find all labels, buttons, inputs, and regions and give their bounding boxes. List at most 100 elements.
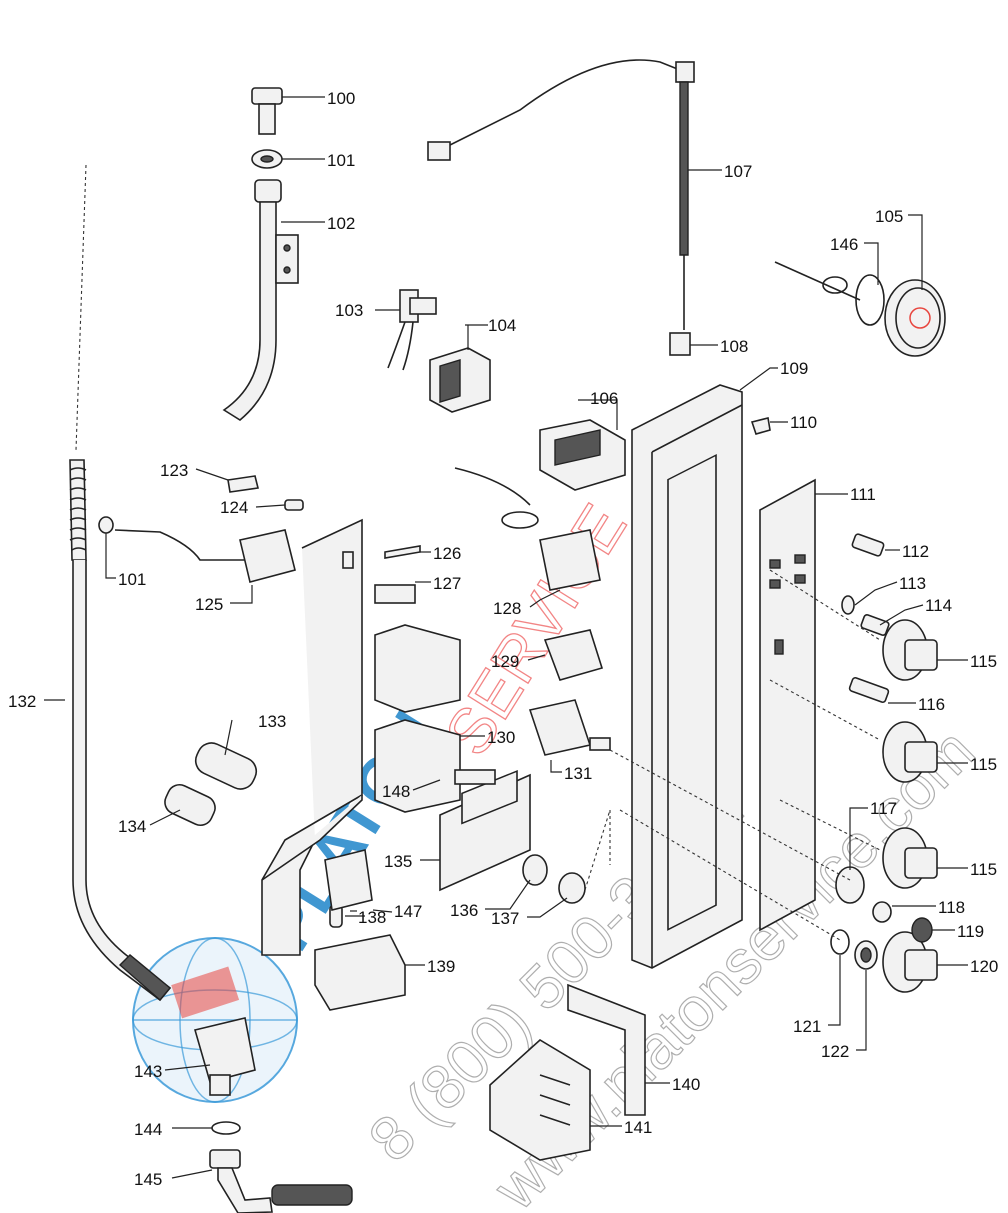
label-110: 110 <box>790 413 817 432</box>
part-134-capacitor <box>164 783 216 827</box>
part-100-fitting <box>251 87 283 135</box>
globe-logo <box>132 937 298 1103</box>
label-126: 126 <box>433 544 461 563</box>
part-115-knob-1 <box>882 619 938 681</box>
part-137-nut <box>558 872 586 904</box>
label-129: 129 <box>491 652 519 671</box>
part-127-clip <box>374 584 416 604</box>
part-122-nut <box>854 940 878 970</box>
part-117-bushing <box>835 866 865 904</box>
part-113-nut <box>841 595 855 615</box>
part-121-washer <box>830 929 850 955</box>
label-121: 121 <box>793 1017 821 1036</box>
label-101: 101 <box>118 570 146 589</box>
label-101: 101 <box>327 151 355 170</box>
part-144-washer <box>211 1121 241 1135</box>
part-130-contactors <box>374 624 461 813</box>
part-136-bushing <box>522 854 548 886</box>
part-101-nut-top <box>251 149 283 169</box>
label-117: 117 <box>870 799 897 818</box>
label-144: 144 <box>134 1120 162 1139</box>
label-120: 120 <box>970 957 998 976</box>
label-130: 130 <box>487 728 515 747</box>
part-123-bolt <box>227 475 259 493</box>
label-131: 131 <box>564 764 592 783</box>
part-132-tube <box>69 7 274 1002</box>
part-112-lamp <box>851 533 885 557</box>
label-145: 145 <box>134 1170 162 1189</box>
label-122: 122 <box>821 1042 849 1061</box>
part-108-clip <box>669 332 691 356</box>
label-109: 109 <box>780 359 808 378</box>
label-112: 112 <box>902 542 929 561</box>
part-103-connector <box>387 289 437 371</box>
part-129-switch <box>543 629 604 681</box>
label-102: 102 <box>327 214 355 233</box>
part-102-pipe <box>222 179 299 421</box>
part-124-pin <box>284 499 304 511</box>
label-105: 105 <box>875 207 903 226</box>
label-139: 139 <box>427 957 455 976</box>
part-110-screw <box>750 417 771 435</box>
label-108: 108 <box>720 337 748 356</box>
label-148: 148 <box>382 782 410 801</box>
part-148-terminal <box>454 769 496 785</box>
label-127: 127 <box>433 574 461 593</box>
part-133-capacitor <box>194 742 258 790</box>
label-140: 140 <box>672 1075 700 1094</box>
label-116: 116 <box>918 695 945 714</box>
part-106-switch <box>539 419 626 491</box>
label-136: 136 <box>450 901 478 920</box>
part-116-lamp <box>848 676 890 704</box>
part-119-cap <box>911 917 933 943</box>
part-141-cover <box>489 1039 591 1161</box>
part-139-terminal-block <box>314 934 406 1011</box>
label-107: 107 <box>724 162 752 181</box>
part-109-front-panel <box>631 384 743 969</box>
label-125: 125 <box>195 595 223 614</box>
label-132: 132 <box>8 692 36 711</box>
label-134: 134 <box>118 817 146 836</box>
part-114-lamp <box>860 614 890 636</box>
label-111: 111 <box>850 485 876 504</box>
part-125-valve <box>98 516 296 583</box>
part-147-filter <box>324 849 373 911</box>
label-115: 115 <box>970 755 997 774</box>
part-118-cap <box>872 901 892 923</box>
label-114: 114 <box>925 596 952 615</box>
part-140-bracket <box>567 983 646 1116</box>
part-126-clip <box>384 545 421 559</box>
part-111-overlay <box>759 478 816 932</box>
part-143-solenoid-valve <box>193 1017 256 1096</box>
label-119: 119 <box>957 922 984 941</box>
part-131-switch <box>528 699 611 756</box>
label-100: 100 <box>327 89 355 108</box>
label-115: 115 <box>970 652 997 671</box>
label-104: 104 <box>488 316 516 335</box>
label-123: 123 <box>160 461 188 480</box>
alignment-lines <box>584 569 881 941</box>
part-135-bracket <box>439 769 531 892</box>
part-105-gauge <box>774 261 946 357</box>
part-145-elbow <box>209 1149 353 1213</box>
label-133: 133 <box>258 712 286 731</box>
label-103: 103 <box>335 301 363 320</box>
part-120-knob <box>882 931 938 993</box>
label-146: 146 <box>830 235 858 254</box>
part-back-plate <box>261 518 363 956</box>
leader-lines <box>44 96 968 1179</box>
callout-labels: 100 101 102 103 104 105 106 107 108 109 … <box>8 89 998 1189</box>
label-138: 138 <box>358 908 386 927</box>
label-135: 135 <box>384 852 412 871</box>
label-124: 124 <box>220 498 248 517</box>
label-143: 143 <box>134 1062 162 1081</box>
part-115-knob-3 <box>882 827 938 889</box>
part-107-cable <box>427 59 695 330</box>
label-118: 118 <box>938 898 965 917</box>
part-115-knob-2 <box>882 721 938 783</box>
part-104-relay <box>429 347 491 413</box>
part-146-ring <box>822 274 885 326</box>
label-128: 128 <box>493 599 521 618</box>
part-128-thermostat <box>454 467 601 591</box>
